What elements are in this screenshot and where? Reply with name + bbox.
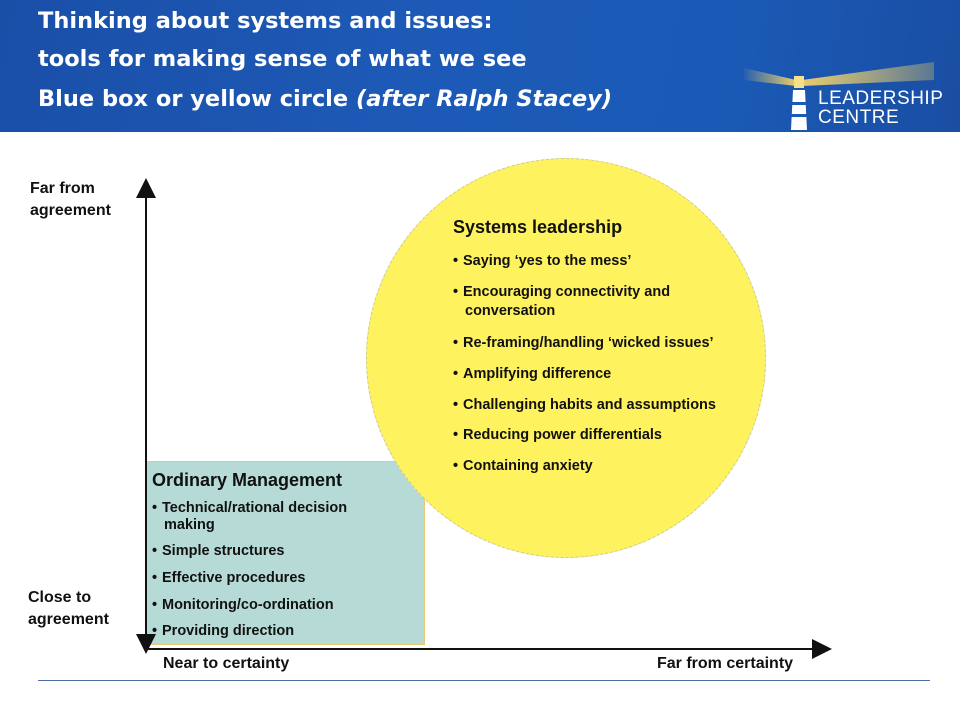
y-axis-top-text: Far from agreement xyxy=(30,180,111,219)
systems-leadership-circle xyxy=(366,158,766,558)
x-axis-right-label: Far from certainty xyxy=(657,655,794,672)
y-axis-bottom-label: Close to agreement xyxy=(28,587,128,631)
axes xyxy=(136,178,832,659)
list-item: Monitoring/co-ordination xyxy=(152,597,334,614)
y-axis-bottom-text: Close to agreement xyxy=(28,589,109,628)
systems-leadership-heading: Systems leadership xyxy=(453,217,623,237)
list-item: Re-framing/handling ‘wicked issues’ xyxy=(453,335,714,352)
list-item: Challenging habits and assumptions xyxy=(453,397,716,414)
list-item: Providing direction xyxy=(152,623,294,640)
list-item: Technical/rational decision xyxy=(152,500,347,517)
stacey-diagram: Systems leadership Saying ‘yes to the me… xyxy=(0,132,960,720)
list-item: Simple structures xyxy=(152,543,285,560)
lighthouse-tower xyxy=(791,90,807,130)
list-item: Saying ‘yes to the mess’ xyxy=(453,253,631,270)
y-axis-top-label: Far from agreement xyxy=(30,178,130,222)
x-axis-left-label: Near to certainty xyxy=(163,655,290,672)
list-item: Containing anxiety xyxy=(453,458,593,475)
title-line-1: Thinking about systems and issues: xyxy=(38,8,493,34)
logo-text-centre: CENTRE xyxy=(818,107,900,128)
list-item-continuation: making xyxy=(164,517,215,533)
title-line-3: Blue box or yellow circle (after Ralph S… xyxy=(38,86,612,112)
list-item: Encouraging connectivity and xyxy=(453,284,670,301)
title-line-3-italic: (after Ralph Stacey) xyxy=(356,86,613,112)
title-line-2: tools for making sense of what we see xyxy=(38,46,527,72)
ordinary-management-heading: Ordinary Management xyxy=(152,470,343,490)
leadership-centre-logo xyxy=(744,62,934,130)
list-item: Effective procedures xyxy=(152,570,305,587)
lighthouse-lamp xyxy=(794,76,804,88)
title-line-3-main: Blue box or yellow circle xyxy=(38,86,356,112)
logo-beam-left xyxy=(744,68,796,86)
logo-text-leadership: LEADERSHIP xyxy=(818,88,944,109)
list-item-continuation: conversation xyxy=(465,303,556,319)
logo-beam-right xyxy=(802,62,934,86)
list-item: Reducing power differentials xyxy=(453,427,662,444)
footer-divider xyxy=(38,680,930,681)
header-banner: Thinking about systems and issues: tools… xyxy=(0,0,960,132)
list-item: Amplifying difference xyxy=(453,366,611,383)
